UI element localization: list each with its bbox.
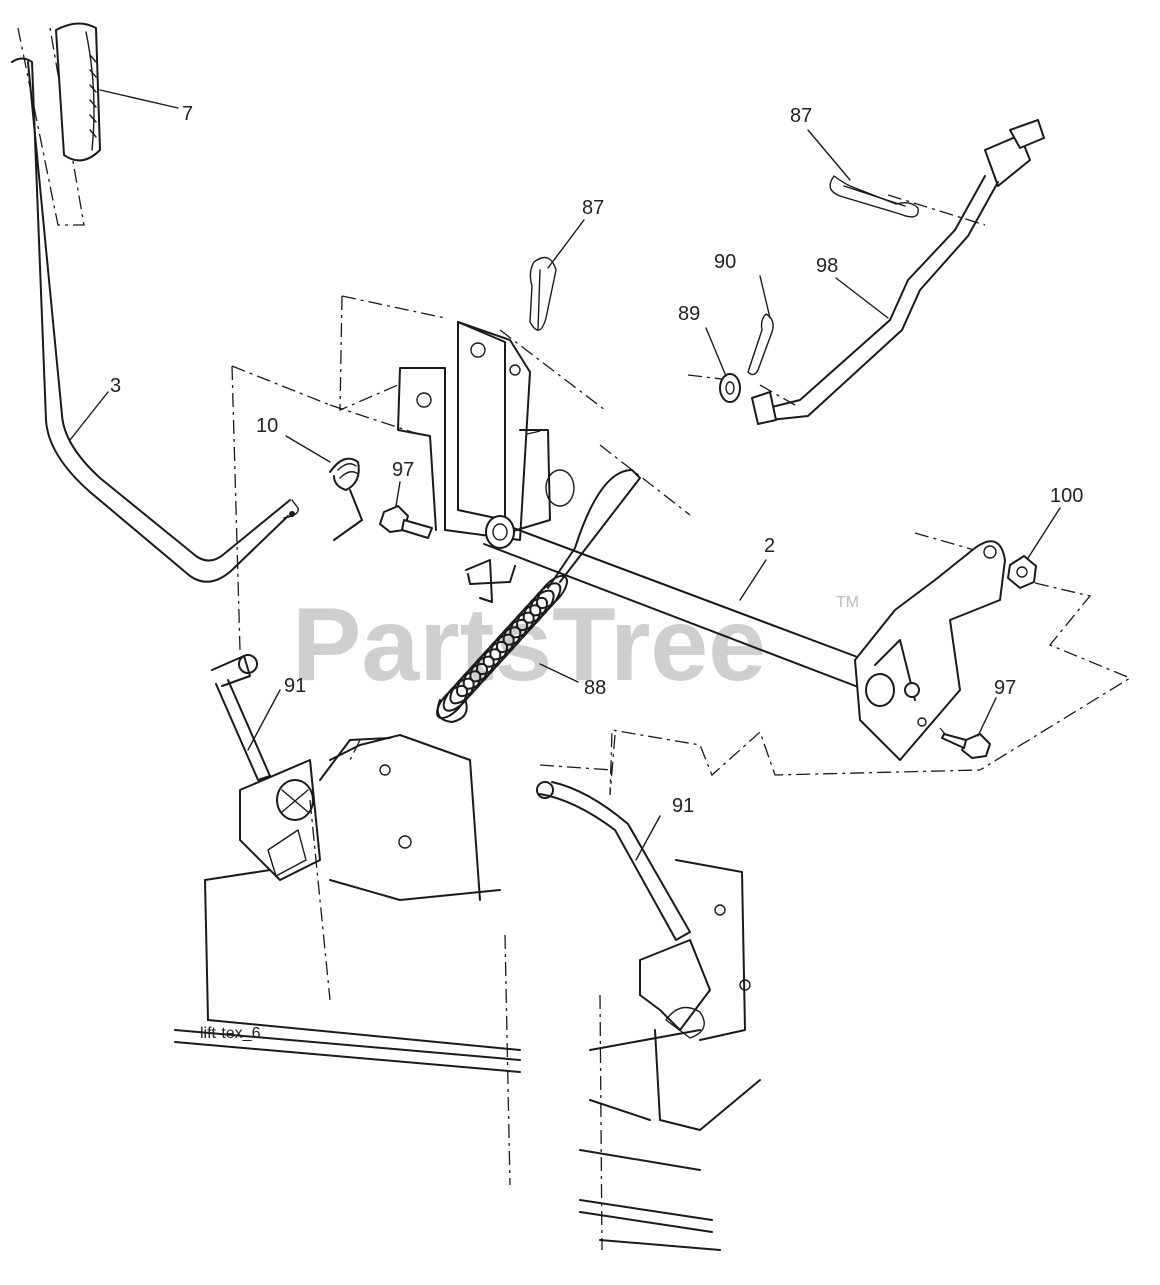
mounting-bracket-part [397, 321, 575, 603]
watermark-tm: TM [836, 594, 859, 611]
link-rod-left-part [211, 654, 271, 781]
spring-coil [522, 589, 555, 624]
cotter-pin-part [747, 313, 774, 376]
callout-89: 89 [678, 303, 700, 325]
link-rod-right-part [536, 781, 691, 941]
bolt-part-left [379, 505, 433, 539]
callout-88: 88 [584, 677, 606, 699]
callout-labels: 7 87 87 90 98 89 3 10 97 100 2 88 91 97 … [110, 103, 1083, 817]
callout-97-left: 97 [392, 459, 414, 481]
callout-87-top: 87 [582, 197, 604, 219]
callout-91-right: 91 [672, 795, 694, 817]
callout-91-left: 91 [284, 675, 306, 697]
callout-87-mid: 87 [790, 105, 812, 127]
hairpin-clip-mid [529, 256, 557, 331]
handle-grip-part [55, 22, 101, 162]
bolt-part-right [941, 733, 991, 759]
deck-bracket-right [639, 859, 761, 1131]
washer-part [719, 373, 741, 403]
extension-spring-part [436, 469, 641, 723]
mower-deck [174, 869, 721, 1251]
callout-97-right: 97 [994, 677, 1016, 699]
callout-100: 100 [1050, 485, 1083, 507]
callout-10: 10 [256, 415, 278, 437]
callout-2: 2 [764, 535, 775, 557]
lift-shaft-part [483, 515, 877, 691]
nut-part [1007, 555, 1037, 589]
lift-lever-part [11, 57, 299, 583]
figure-id: lift-tex_6 [200, 1025, 261, 1042]
deck-bracket-left [239, 734, 481, 1001]
callout-90: 90 [714, 251, 736, 273]
callout-98: 98 [816, 255, 838, 277]
leader-lines [69, 89, 1061, 861]
watermark: PartsTree TM [292, 587, 859, 703]
spring-coil [536, 574, 568, 610]
callout-3: 3 [110, 375, 121, 397]
adjustment-rod-part [751, 119, 1045, 425]
lift-arm-right-part [854, 540, 1006, 761]
callout-7: 7 [182, 103, 193, 125]
torsion-spring-part [329, 457, 363, 541]
spring-coil [529, 582, 562, 617]
spring-coil [516, 596, 548, 632]
hairpin-clip-top [829, 175, 919, 218]
